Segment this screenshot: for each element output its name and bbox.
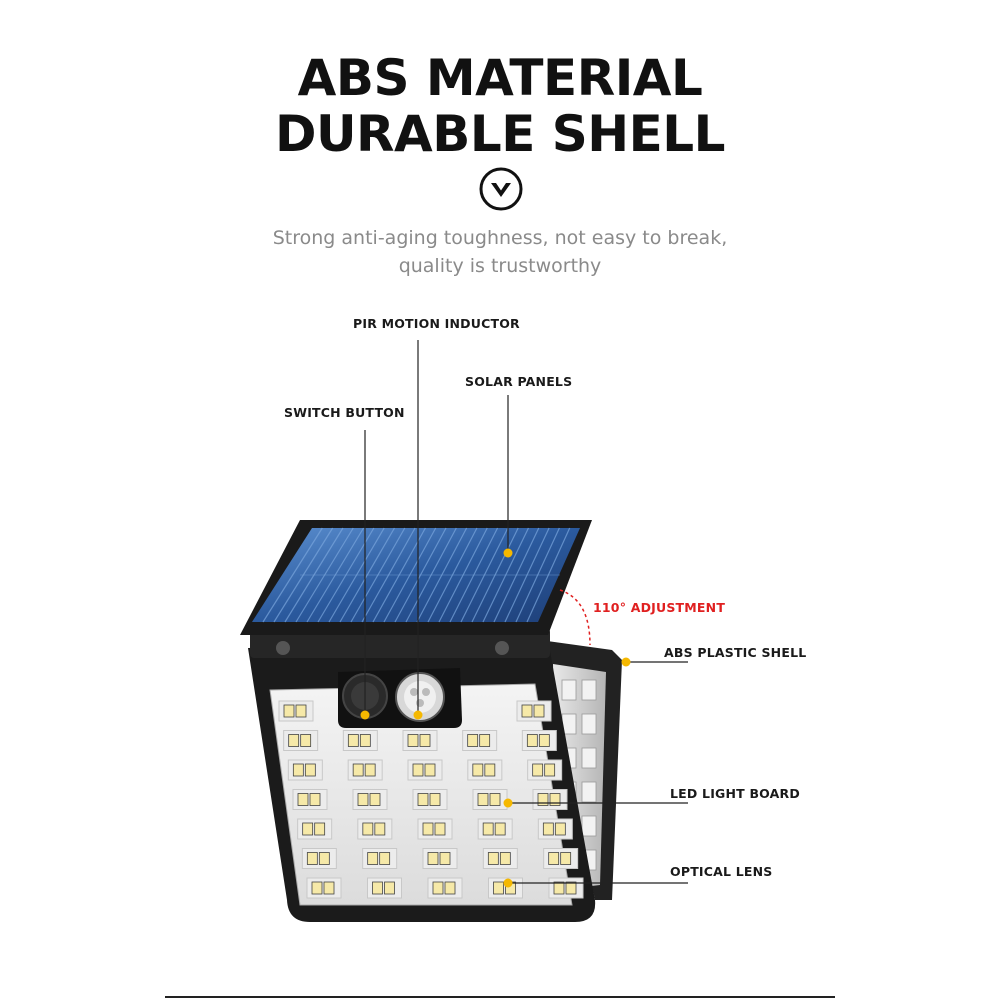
led-chip bbox=[287, 759, 323, 781]
led-chip bbox=[283, 730, 319, 751]
led-chip bbox=[537, 818, 573, 840]
hinge bbox=[250, 628, 550, 658]
adjustment-arc bbox=[559, 589, 591, 646]
led-chip bbox=[527, 759, 563, 781]
led-chip bbox=[548, 877, 584, 899]
callout-optical-lens: OPTICAL LENS bbox=[670, 864, 773, 879]
led-chip bbox=[532, 789, 568, 810]
callout-abs-plastic-shell: ABS PLASTIC SHELL bbox=[664, 645, 807, 660]
callout-pir-motion-inductor: PIR MOTION INDUCTOR bbox=[353, 316, 520, 331]
bottom-divider bbox=[165, 996, 835, 998]
led-chip bbox=[347, 759, 383, 781]
led-chip bbox=[297, 818, 333, 840]
callout-solar-panels: SOLAR PANELS bbox=[465, 374, 573, 389]
led-chip bbox=[477, 818, 513, 840]
led-chip bbox=[521, 730, 557, 751]
led-chip bbox=[427, 877, 463, 899]
led-chip bbox=[417, 818, 453, 840]
led-chip bbox=[278, 700, 314, 722]
callout-dots bbox=[360, 548, 631, 888]
title-line-2: DURABLE SHELL bbox=[274, 105, 726, 163]
page-title: ABS MATERIAL DURABLE SHELL bbox=[0, 50, 1000, 162]
led-chip bbox=[402, 730, 438, 751]
subtitle-line-1: Strong anti-aging toughness, not easy to… bbox=[272, 227, 728, 249]
subtitle-line-2: quality is trustworthy bbox=[398, 255, 602, 277]
led-chip bbox=[407, 759, 443, 781]
subtitle: Strong anti-aging toughness, not easy to… bbox=[0, 224, 1000, 280]
callout-lines bbox=[364, 340, 688, 884]
led-chip bbox=[362, 848, 398, 869]
led-chip bbox=[482, 848, 518, 869]
led-chip bbox=[472, 789, 508, 810]
led-chip bbox=[301, 848, 337, 869]
callout-adjustment: 110° ADJUSTMENT bbox=[593, 600, 726, 615]
led-chip bbox=[292, 789, 328, 810]
led-chip bbox=[342, 730, 378, 751]
led-chip bbox=[422, 848, 458, 869]
title-line-1: ABS MATERIAL bbox=[297, 49, 703, 107]
led-chip bbox=[352, 789, 388, 810]
led-chip bbox=[306, 877, 342, 899]
led-chip bbox=[516, 700, 552, 722]
solar-panel bbox=[240, 520, 592, 635]
led-chip bbox=[367, 877, 402, 899]
led-chip bbox=[543, 848, 579, 869]
led-chip bbox=[412, 789, 448, 810]
led-chip bbox=[467, 759, 503, 781]
callout-switch-button: SWITCH BUTTON bbox=[284, 405, 405, 420]
chevron-down-circle-icon bbox=[479, 167, 523, 211]
led-chip bbox=[357, 818, 393, 840]
callout-led-light-board: LED LIGHT BOARD bbox=[670, 786, 800, 801]
led-chip bbox=[462, 730, 498, 751]
